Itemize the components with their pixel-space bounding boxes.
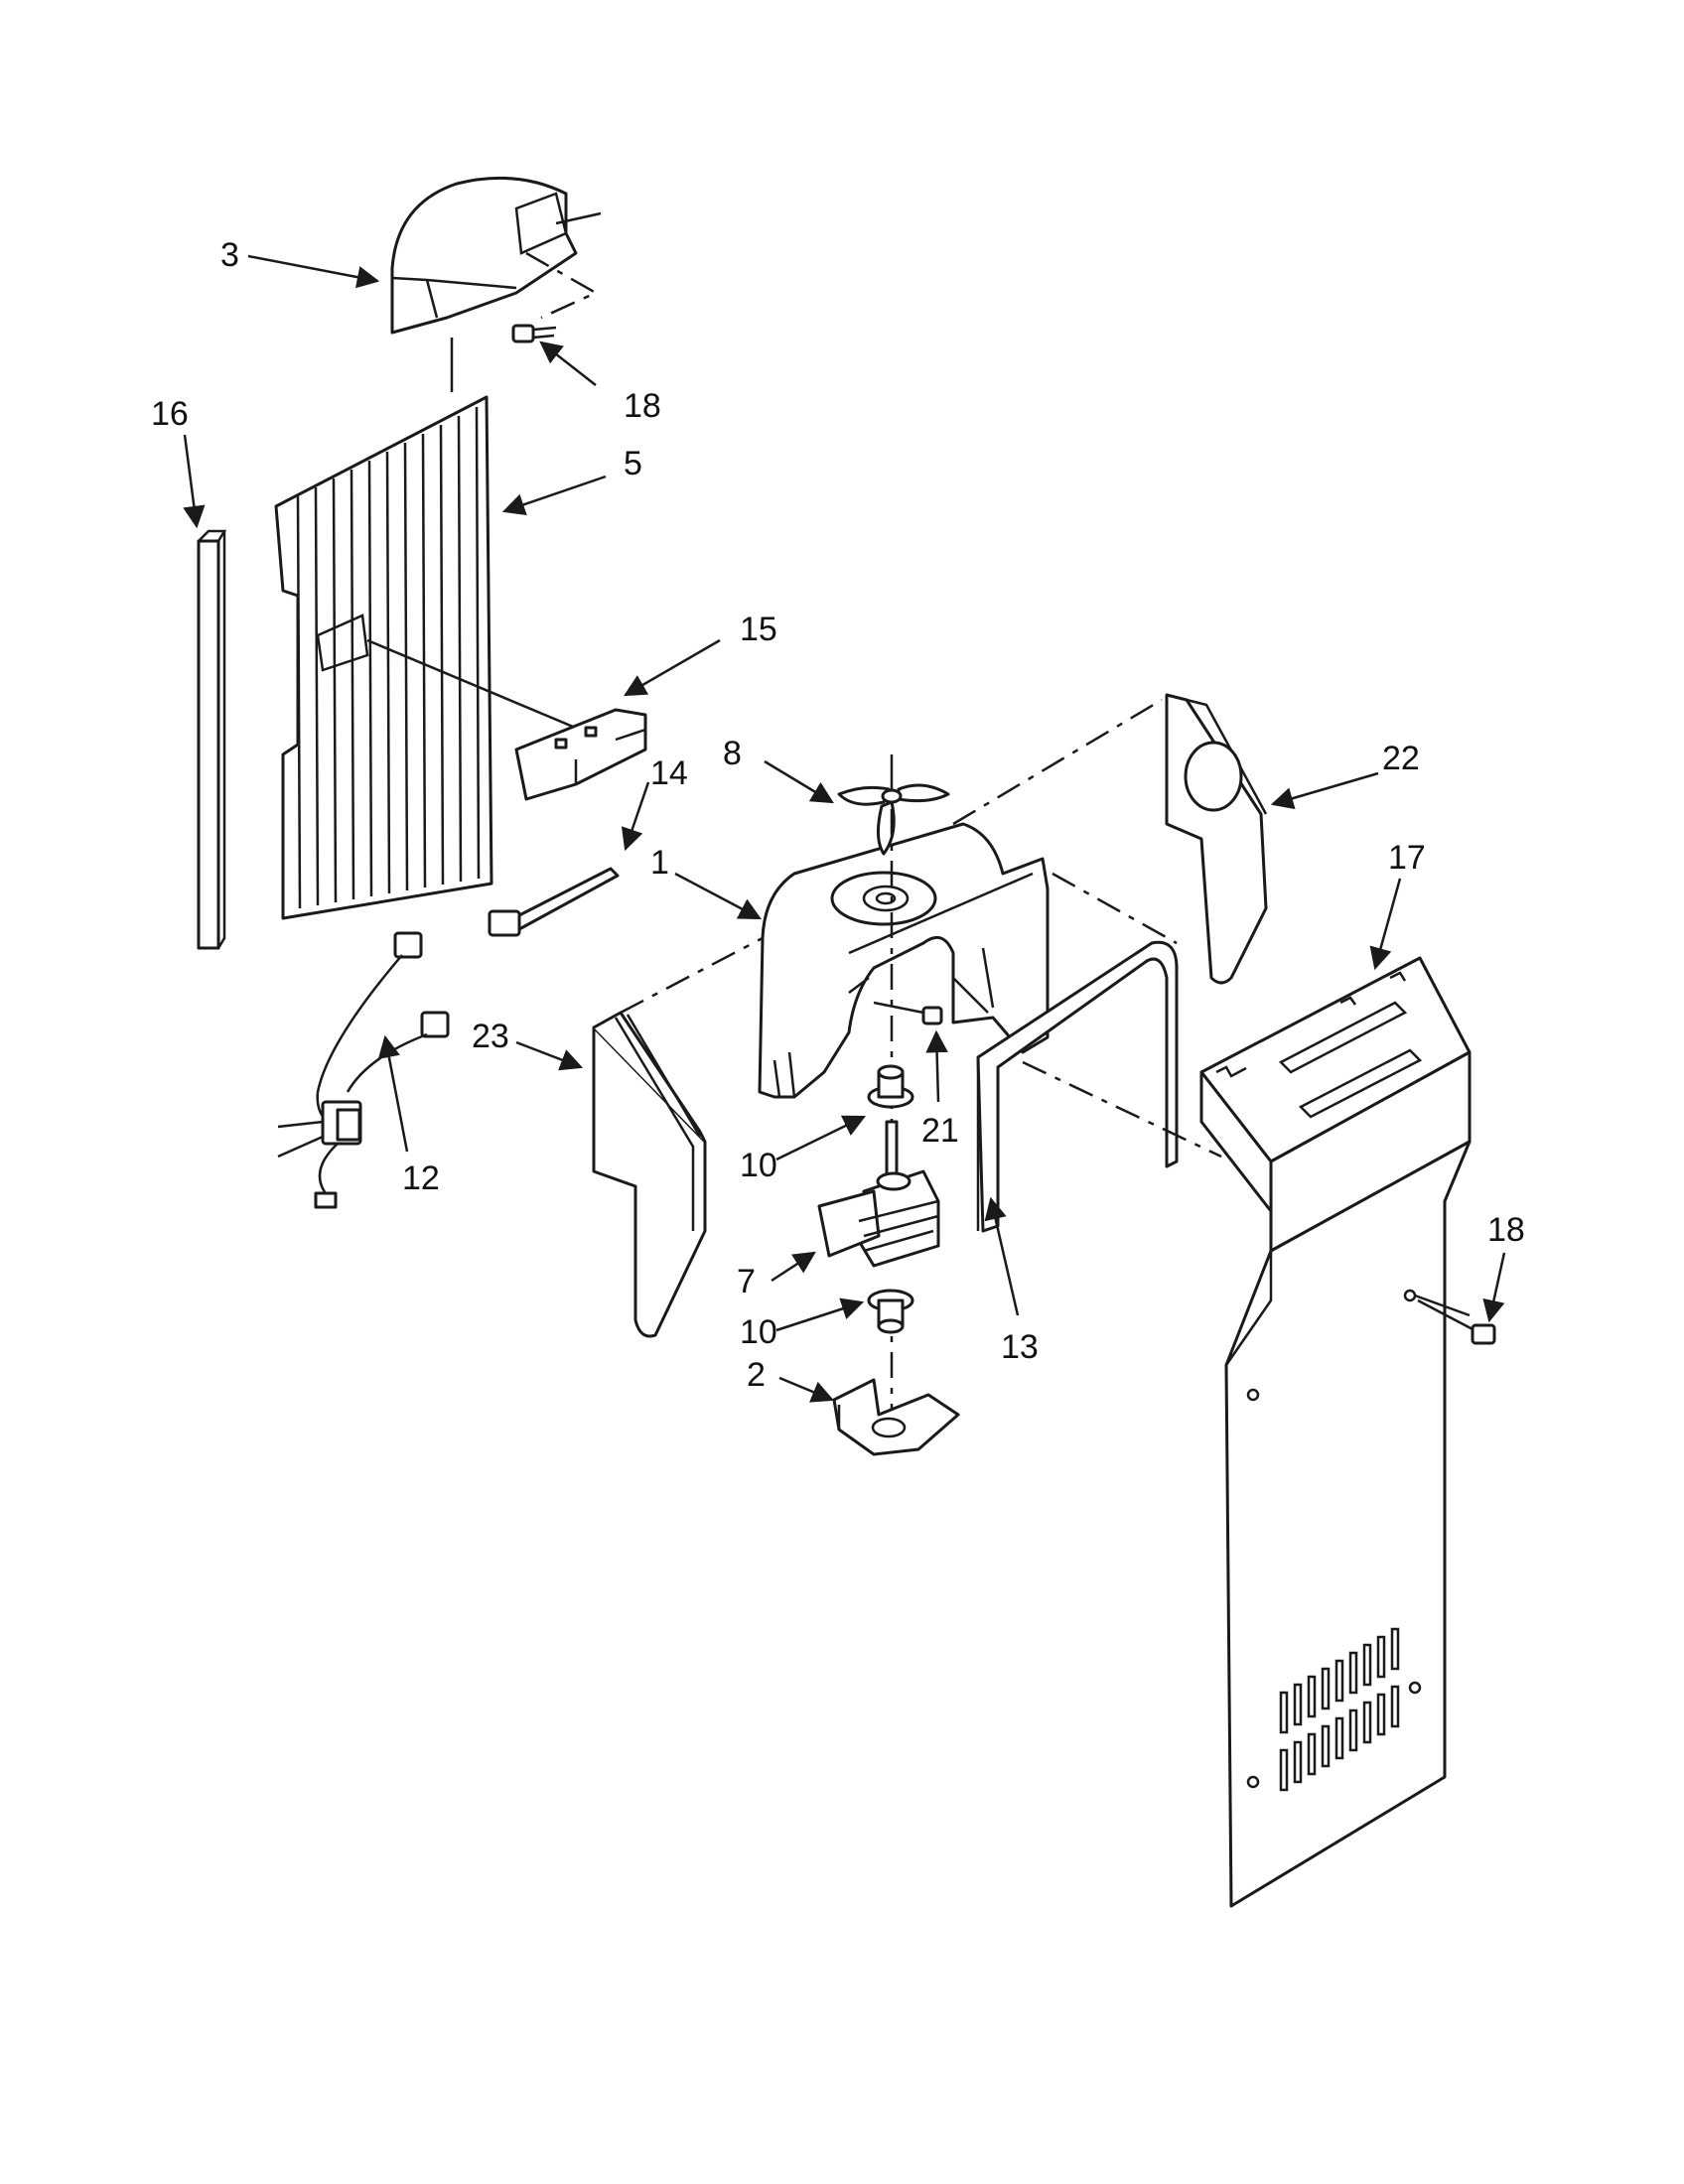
vent-slot (1307, 1675, 1317, 1718)
part-8-fan-blade (837, 754, 950, 856)
part-7-motor (817, 1120, 940, 1268)
vent-slot (1348, 1708, 1358, 1752)
part-17-rear-panel (1199, 956, 1472, 1908)
callout-23: 23 (472, 1018, 509, 1055)
vent-slot (1376, 1693, 1386, 1736)
part-5-grille-cover (274, 338, 617, 920)
grille-bar (367, 460, 373, 897)
part-10-grommet-lower (867, 1289, 914, 1334)
vent-slot (1279, 1748, 1289, 1792)
callout-10-lower: 10 (740, 1313, 777, 1351)
grille-bar (403, 442, 409, 891)
callout-3: 3 (220, 236, 239, 274)
callout-7: 7 (737, 1263, 756, 1300)
callout-17: 17 (1388, 839, 1426, 877)
grille-bar (475, 406, 481, 880)
callout-14: 14 (650, 754, 688, 792)
part-10-grommet-upper (867, 1064, 914, 1109)
vent-slot (1334, 1659, 1344, 1703)
vent-slot (1348, 1651, 1358, 1695)
vent-slot (1390, 1627, 1400, 1671)
callout-labels: 3 18 16 5 15 14 8 1 22 17 23 12 10 21 7 … (151, 236, 1525, 1394)
callout-8: 8 (723, 735, 742, 772)
vent-slot (1362, 1643, 1372, 1687)
callout-18-right: 18 (1487, 1211, 1525, 1249)
grille-bar (439, 424, 445, 886)
grille-bar (314, 486, 320, 906)
grille-bar (296, 495, 302, 909)
part-21-screw (873, 1001, 943, 1025)
part-23-side-panel-left (592, 936, 764, 1338)
callout-leaders (183, 254, 1506, 1403)
grille-bar (385, 451, 391, 894)
part-3-duct-cap (390, 176, 602, 335)
part-2-motor-bracket (832, 1378, 960, 1456)
vent-slot (1334, 1716, 1344, 1760)
vent-slot (1321, 1724, 1331, 1768)
vent-slot (1362, 1701, 1372, 1744)
part-22-side-panel-right (1165, 693, 1268, 985)
part-15-bracket (514, 708, 647, 801)
vent-slot (1279, 1691, 1289, 1734)
grille-bar (457, 415, 463, 883)
callout-15: 15 (740, 611, 777, 648)
callout-13: 13 (1001, 1328, 1039, 1366)
grille-bar (332, 478, 338, 903)
callout-1: 1 (650, 844, 669, 882)
part-18-screw-top (511, 324, 557, 343)
callout-10-upper: 10 (740, 1147, 777, 1184)
vent-slot (1376, 1635, 1386, 1679)
callout-16: 16 (151, 395, 189, 433)
grille-bar (350, 469, 355, 900)
callout-22: 22 (1382, 740, 1420, 777)
callout-21: 21 (921, 1112, 959, 1150)
callout-12: 12 (402, 1160, 440, 1197)
part-1-fan-housing (758, 698, 1178, 1099)
callout-5: 5 (624, 445, 642, 482)
vent-slot (1321, 1667, 1331, 1710)
grille-bar (421, 433, 427, 888)
vent-slot (1293, 1683, 1303, 1726)
vent-slot (1293, 1740, 1303, 1784)
part-18-screw-right (1417, 1298, 1496, 1345)
vent-slot (1390, 1685, 1400, 1728)
callout-18-top: 18 (624, 387, 661, 425)
part-14-cable-tie (488, 867, 620, 937)
callout-2: 2 (747, 1356, 766, 1394)
part-12-wiring-harness (277, 931, 450, 1209)
vent-slot (1307, 1732, 1317, 1776)
part-16-strip (197, 529, 227, 950)
